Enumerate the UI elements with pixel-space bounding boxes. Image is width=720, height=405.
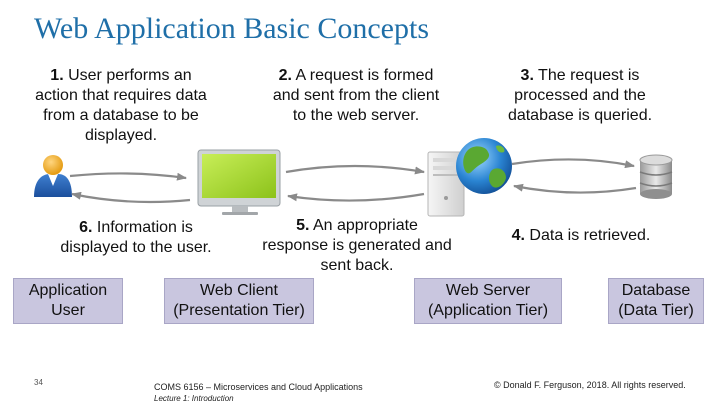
- step-1-line3: from a database to be: [43, 107, 199, 124]
- tier-3-line1: Web Server: [445, 282, 531, 299]
- step-1-line4: displayed.: [84, 127, 158, 144]
- user-icon: [34, 155, 72, 197]
- tier-database: Database (Data Tier): [608, 278, 704, 324]
- monitor-icon: [197, 149, 281, 215]
- step-2-line3: to the web server.: [292, 107, 420, 124]
- step-3-text: 3. The request is processed and the data…: [490, 66, 670, 126]
- step-5-text: 5. An appropriate response is generated …: [252, 216, 462, 276]
- step-1-number: 1.: [50, 67, 64, 84]
- step-6-number: 6.: [79, 219, 93, 236]
- tier-1-line2: User: [51, 302, 85, 319]
- arrow-database-to-server: [513, 183, 637, 194]
- step-1-line2: action that requires data: [35, 87, 207, 104]
- step-6-line1: Information is: [96, 219, 193, 236]
- tier-4-line1: Database: [621, 282, 691, 299]
- step-4-number: 4.: [511, 227, 525, 244]
- step-3-number: 3.: [520, 67, 534, 84]
- step-5-line1: An appropriate: [312, 217, 418, 234]
- arrow-client-to-server: [285, 164, 425, 175]
- tier-4-line2: (Data Tier): [618, 302, 694, 319]
- arrow-server-to-database: [511, 158, 635, 169]
- step-3-line2: processed and the: [514, 87, 646, 104]
- step-2-text: 2. A request is formed and sent from the…: [256, 66, 456, 126]
- tier-2-line1: Web Client: [200, 282, 278, 299]
- globe-icon: [456, 138, 512, 194]
- step-5-line2: response is generated and: [262, 237, 452, 254]
- slide-number: 34: [34, 378, 43, 387]
- copyright: © Donald F. Ferguson, 2018. All rights r…: [494, 380, 686, 390]
- arrow-user-to-client: [69, 172, 187, 181]
- step-3-line3: database is queried.: [507, 107, 653, 124]
- step-4-line1: Data is retrieved.: [529, 227, 651, 244]
- arrow-client-to-user: [71, 191, 191, 204]
- tier-web-server: Web Server (Application Tier): [414, 278, 562, 324]
- step-2-line2: and sent from the client: [272, 87, 440, 104]
- step-5-line3: sent back.: [320, 257, 394, 274]
- step-1-line1: User performs an: [68, 67, 192, 84]
- slide-title: Web Application Basic Concepts: [34, 12, 430, 45]
- tier-2-line2: (Presentation Tier): [173, 302, 305, 319]
- step-6-text: 6. Information is displayed to the user.: [46, 218, 226, 258]
- tier-application-user: Application User: [13, 278, 123, 324]
- database-icon: [639, 154, 673, 199]
- step-2-line1: A request is formed: [295, 67, 434, 84]
- tier-3-line2: (Application Tier): [427, 302, 549, 319]
- tier-1-line1: Application: [28, 282, 108, 299]
- step-6-line2: displayed to the user.: [60, 239, 212, 256]
- step-2-number: 2.: [278, 67, 292, 84]
- tier-web-client: Web Client (Presentation Tier): [164, 278, 314, 324]
- course-name: COMS 6156 – Microservices and Cloud Appl…: [154, 382, 363, 392]
- step-4-text: 4. Data is retrieved.: [492, 226, 670, 246]
- lecture-name: Lecture 1: Introduction: [154, 394, 234, 403]
- arrow-server-to-client: [287, 192, 425, 202]
- step-5-number: 5.: [296, 217, 310, 234]
- step-3-line1: The request is: [538, 67, 640, 84]
- step-1-text: 1. User performs an action that requires…: [26, 66, 216, 146]
